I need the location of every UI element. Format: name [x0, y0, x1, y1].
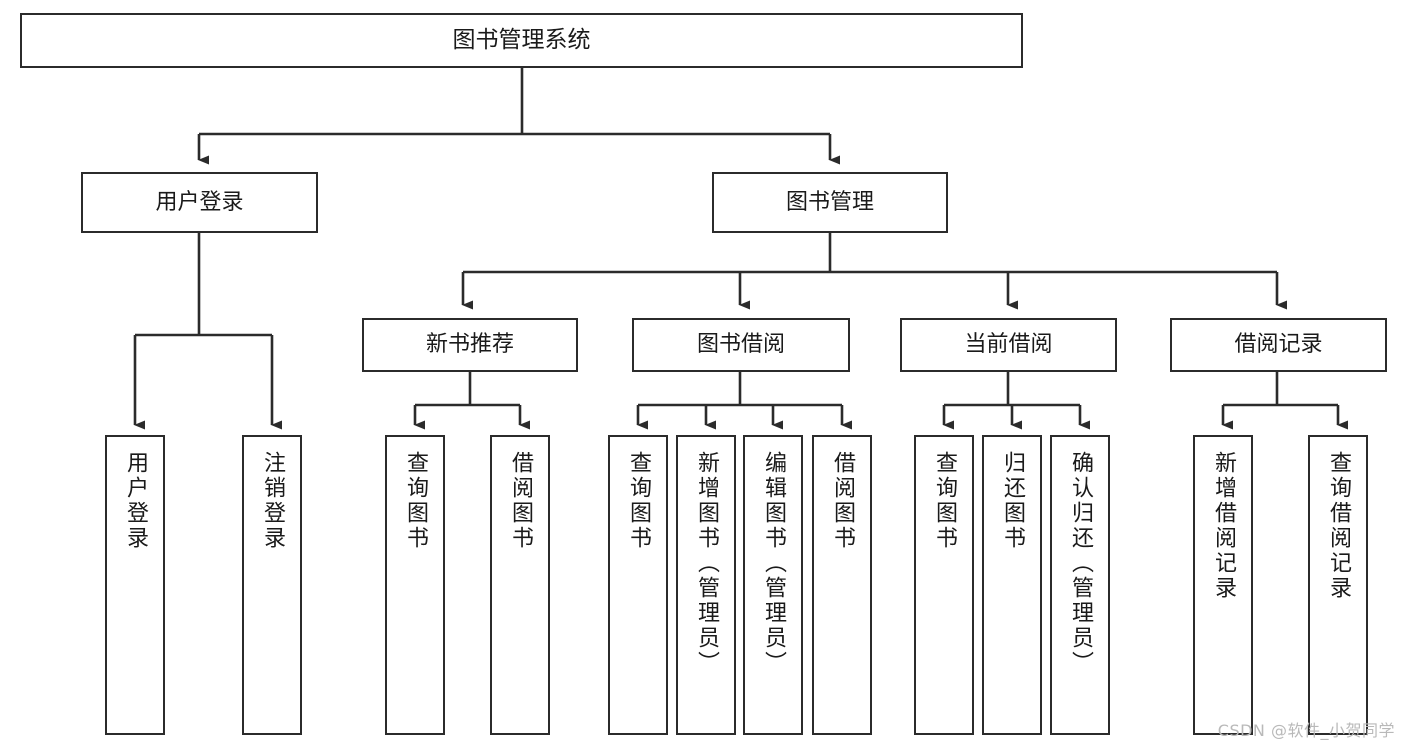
node-leaf-borrow-book-1-label: 借阅图书	[508, 451, 533, 551]
node-root-book-management-system[interactable]: 图书管理系统	[20, 13, 1023, 68]
node-leaf-add-book-label: 新增图书（管理员）	[694, 451, 719, 676]
new-book-recommend-to-leaves-connectors	[413, 372, 530, 430]
node-leaf-confirm-return-label: 确认归还（管理员）	[1068, 451, 1093, 676]
node-leaf-add-record[interactable]: 新增借阅记录	[1193, 435, 1253, 735]
node-leaf-add-book[interactable]: 新增图书（管理员）	[676, 435, 736, 735]
node-leaf-query-record[interactable]: 查询借阅记录	[1308, 435, 1368, 735]
node-book-borrow-label: 图书借阅	[696, 332, 785, 358]
node-leaf-return-book[interactable]: 归还图书	[982, 435, 1042, 735]
node-leaf-query-book-1[interactable]: 查询图书	[385, 435, 445, 735]
node-user-login[interactable]: 用户登录	[81, 172, 318, 233]
node-leaf-query-book-2-label: 查询图书	[626, 451, 651, 551]
node-book-management[interactable]: 图书管理	[712, 172, 948, 233]
node-leaf-query-book-1-label: 查询图书	[403, 451, 428, 551]
node-leaf-borrow-book-2-label: 借阅图书	[830, 451, 855, 551]
book-management-to-level2-connectors	[461, 233, 1287, 310]
borrow-record-to-leaves-connectors	[1221, 372, 1348, 430]
node-leaf-query-record-label: 查询借阅记录	[1326, 451, 1351, 601]
node-leaf-borrow-book-1[interactable]: 借阅图书	[490, 435, 550, 735]
node-leaf-edit-book-label: 编辑图书（管理员）	[761, 451, 786, 676]
node-leaf-borrow-book-2[interactable]: 借阅图书	[812, 435, 872, 735]
node-leaf-return-book-label: 归还图书	[1000, 451, 1025, 551]
node-leaf-query-book-3-label: 查询图书	[932, 451, 957, 551]
node-leaf-query-book-2[interactable]: 查询图书	[608, 435, 668, 735]
node-user-login-label: 用户登录	[155, 189, 244, 215]
node-borrow-record[interactable]: 借阅记录	[1170, 318, 1387, 372]
node-leaf-add-record-label: 新增借阅记录	[1211, 451, 1236, 601]
node-new-book-recommend[interactable]: 新书推荐	[362, 318, 578, 372]
node-leaf-user-login[interactable]: 用户登录	[105, 435, 165, 735]
root-to-level1-connectors	[197, 68, 840, 165]
node-book-borrow[interactable]: 图书借阅	[632, 318, 850, 372]
user-login-to-leaves-connectors	[133, 233, 282, 430]
node-root-label: 图书管理系统	[452, 26, 591, 53]
node-leaf-edit-book[interactable]: 编辑图书（管理员）	[743, 435, 803, 735]
node-new-book-recommend-label: 新书推荐	[425, 332, 514, 358]
current-borrow-to-leaves-connectors	[942, 372, 1090, 430]
node-leaf-confirm-return[interactable]: 确认归还（管理员）	[1050, 435, 1110, 735]
node-current-borrow-label: 当前借阅	[964, 332, 1053, 358]
book-borrow-to-leaves-connectors	[636, 372, 852, 430]
node-current-borrow[interactable]: 当前借阅	[900, 318, 1117, 372]
node-leaf-logout-login-label: 注销登录	[260, 451, 285, 551]
node-leaf-user-login-label: 用户登录	[123, 451, 148, 551]
node-leaf-logout-login[interactable]: 注销登录	[242, 435, 302, 735]
node-borrow-record-label: 借阅记录	[1234, 332, 1323, 358]
node-book-management-label: 图书管理	[785, 189, 874, 215]
watermark-text: CSDN @软件_小贺同学	[1217, 721, 1395, 740]
node-leaf-query-book-3[interactable]: 查询图书	[914, 435, 974, 735]
